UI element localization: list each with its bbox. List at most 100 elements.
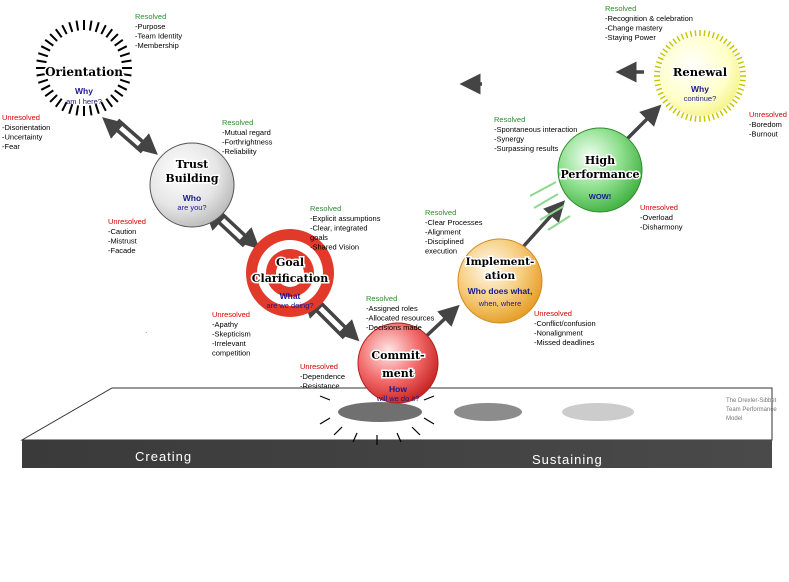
stray-mark: . [145,325,148,335]
orientation-unresolved-item: -Fear [2,142,20,151]
renewal-resolved-item: -Recognition & celebration [605,14,693,23]
high-unresolved-label: Unresolved [640,203,678,212]
implementation-unresolved-item: -Conflict/confusion [534,319,596,328]
orientation-bubble [36,20,132,116]
trust-resolved-item: -Forthrightness [222,138,273,147]
renewal-question: Why [691,84,709,94]
implementation-resolved-item: -Clear Processes [425,218,483,227]
trust-resolved-label: Resolved [222,118,253,127]
goal-unresolved-item: -Skepticism [212,330,251,339]
goal-unresolved-item: -Apathy [212,320,238,329]
trust-resolved-item: -Reliability [222,147,257,156]
trust-unresolved-label: Unresolved [108,217,146,226]
orientation-unresolved-label: Unresolved [2,113,40,122]
commitment-unresolved-label: Unresolved [300,362,338,371]
implementation-title: Implement- [466,256,535,268]
commitment-unresolved-item: -Resistance [300,382,340,391]
shadow-high [562,403,634,421]
renewal-resolved-label: Resolved [605,4,636,13]
goal-bubble [246,229,334,317]
commitment-resolved-item: -Assigned roles [366,304,418,313]
high-resolved-item: -Spontaneous interaction [494,125,577,134]
renewal-question: continue? [684,94,717,103]
trust-question: are you? [177,203,206,212]
implementation-resolved-item: execution [425,247,457,256]
goal-question: are we doing? [266,301,313,310]
implementation-unresolved-item: -Missed deadlines [534,338,595,347]
goal-title: Goal [276,256,304,269]
high-title: High [585,154,615,167]
orientation-title: Orientation [45,65,123,79]
progress-arrows [102,61,662,344]
renewal-unresolved-label: Unresolved [749,110,787,119]
high-unresolved-item: -Disharmony [640,223,683,232]
goal-unresolved-item: -Irrelevant [212,339,247,348]
commitment-question: How [389,384,407,394]
creating-label: Creating [135,449,192,464]
goal-resolved-label: Resolved [310,204,341,213]
commitment-resolved-item: -Allocated resources [366,314,435,323]
implementation-question: Who does what, [468,286,533,296]
renewal-resolved-item: -Change mastery [605,24,663,33]
high-unresolved-item: -Overload [640,213,673,222]
renewal-resolved-item: -Staying Power [605,33,656,42]
commitment-resolved-label: Resolved [366,294,397,303]
implementation-title: ation [485,270,516,282]
commitment-bubble [357,322,439,404]
high-resolved-item: -Synergy [494,135,524,144]
high-resolved-item: -Surpassing results [494,144,558,153]
implementation-resolved-label: Resolved [425,208,456,217]
orientation-unresolved-item: -Disorientation [2,123,50,132]
model-credit: Model [726,416,742,422]
renewal-unresolved-item: -Boredom [749,120,782,129]
implementation-question: when, where [478,299,522,308]
trust-unresolved-item: -Mistrust [108,237,138,246]
commitment-question: will we do it? [376,394,420,403]
orientation-question: am I here? [66,97,102,106]
high-question: WOW! [589,192,612,201]
orientation-resolved-item: -Team Identity [135,32,182,41]
implementation-resolved-item: -Alignment [425,228,462,237]
trust-question: Who [183,193,201,203]
implementation-resolved-item: -Disciplined [425,237,464,246]
shadow-commitment [338,402,422,422]
orientation-unresolved-item: -Uncertainty [2,133,43,142]
trust-bubble [149,142,235,228]
renewal-unresolved-item: -Burnout [749,130,779,139]
trust-unresolved-item: -Caution [108,227,136,236]
sustaining-label: Sustaining [532,452,603,467]
goal-resolved-item: -Explicit assumptions [310,214,381,223]
trust-title: Building [165,172,219,185]
orientation-resolved-label: Resolved [135,12,166,21]
implementation-bubble [457,238,543,324]
trust-resolved-item: -Mutual regard [222,128,271,137]
goal-question: What [280,291,301,301]
goal-resolved-item: -Shared Vision [310,243,359,252]
model-credit: Team Performance [726,407,777,413]
orientation-resolved-item: -Membership [135,41,179,50]
goal-unresolved-label: Unresolved [212,310,250,319]
goal-resolved-item: -Clear, integrated [310,224,368,233]
high-title: Performance [560,168,639,181]
renewal-bubble [654,30,746,122]
implementation-unresolved-item: -Nonalignment [534,329,584,338]
commitment-title: ment [382,367,415,380]
base-platform [20,387,773,468]
commitment-title: Commit- [371,349,424,362]
high-performance-bubble [529,127,643,231]
impact-marks [319,395,435,445]
model-credit: The Drexler-Sibbet [726,398,777,404]
goal-unresolved-item: competition [212,349,250,358]
orientation-resolved-item: -Purpose [135,22,165,31]
shadow-implementation [454,403,522,421]
trust-title: Trust [176,158,209,171]
renewal-title: Renewal [673,65,728,79]
orientation-question: Why [75,86,93,96]
commitment-unresolved-item: -Dependence [300,372,345,381]
goal-resolved-item: goals [310,233,328,242]
commitment-resolved-item: -Decisions made [366,323,422,332]
high-resolved-label: Resolved [494,115,525,124]
goal-title: Clarification [252,272,328,285]
implementation-unresolved-label: Unresolved [534,309,572,318]
